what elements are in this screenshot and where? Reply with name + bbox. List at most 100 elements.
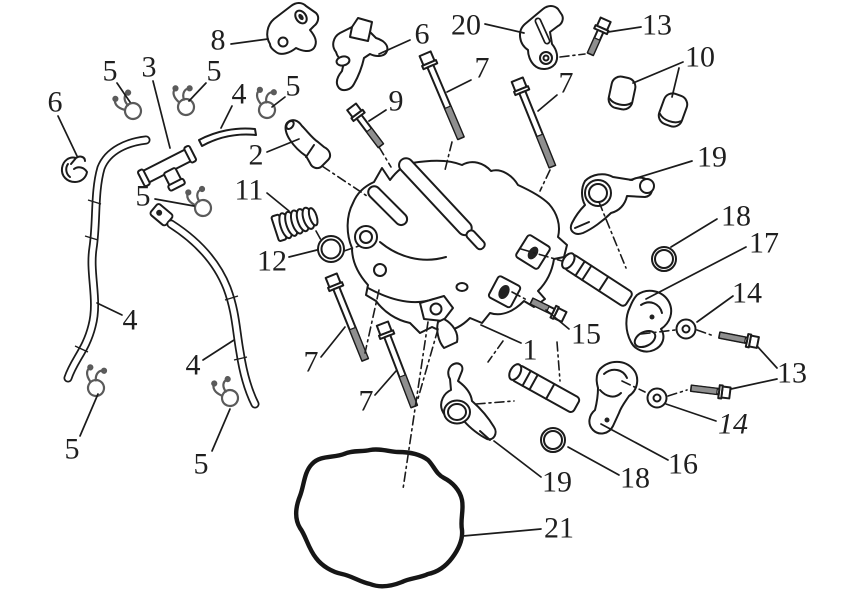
spark-plug-tube [398, 157, 486, 251]
part-5-hose-clamp-d [185, 185, 213, 218]
part-4-hose-left [63, 135, 151, 383]
part-19-rocker-arm-lower [440, 362, 497, 441]
callout-4-leader [96, 302, 123, 316]
cover-ear-hole [373, 263, 387, 277]
part-5-hose-clamp-a [112, 89, 143, 121]
part-14-washer-upper [675, 318, 697, 340]
callout-16-leader [600, 423, 669, 461]
callout-4-label: 4 [232, 78, 247, 111]
phantom-line-15 [475, 400, 515, 405]
assembly-phantom-lines [315, 53, 715, 490]
part-2-breather-elbow [284, 119, 332, 170]
callout-19-label: 19 [697, 141, 727, 174]
callout-4-label: 4 [186, 349, 201, 382]
callout-2-label: 2 [249, 139, 264, 172]
callout-19-leader [493, 440, 542, 478]
callout-14-label: 14 [732, 277, 762, 310]
callout-7-label: 7 [475, 52, 490, 85]
callout-5-label: 5 [103, 55, 118, 88]
cover-boss-hole [359, 230, 373, 244]
callout-5-label: 5 [136, 180, 151, 213]
part-13-flange-bolt-a [718, 331, 760, 349]
callout-5-leader [211, 408, 231, 452]
callout-13-label: 13 [642, 9, 672, 42]
callout-2-leader [266, 138, 300, 153]
callout-1-label: 1 [523, 334, 538, 367]
part-7-long-bolt-c [324, 272, 370, 362]
phantom-line-8 [402, 321, 429, 490]
phantom-line-11 [520, 248, 563, 262]
part-10-rubber-cap-a [607, 75, 637, 111]
callout-15-leader [545, 309, 570, 330]
callout-5-leader [116, 82, 131, 103]
part-13-flange-bolt-b [689, 384, 732, 400]
callout-19-leader [629, 160, 693, 181]
callout-14-label: 14 [718, 408, 748, 441]
callout-21-label: 21 [544, 512, 574, 545]
callout-6-leader [378, 39, 411, 55]
callout-17-label: 17 [749, 227, 779, 260]
phantom-line-14 [556, 341, 561, 382]
callout-4-leader [202, 339, 235, 361]
callout-15-label: 15 [571, 318, 601, 351]
part-4-hose-mid [149, 203, 260, 409]
callout-11-leader [266, 192, 290, 212]
callout-4-leader [220, 105, 233, 129]
part-18-o-ring-upper [651, 246, 677, 272]
phantom-line-2 [378, 146, 392, 168]
part-6-clip-left [60, 155, 88, 183]
phantom-line-13 [487, 340, 504, 363]
part-6-bracket-clamp-top [332, 17, 389, 92]
callout-14-leader [665, 403, 717, 422]
callout-7-leader [320, 326, 346, 358]
phantom-line-9 [416, 328, 439, 403]
part-7-long-bolt-b [510, 76, 557, 169]
callout-7-leader [537, 94, 558, 112]
part-7-long-bolt-d [375, 320, 419, 409]
callout-5-label: 5 [194, 448, 209, 481]
callout-16-label: 16 [668, 448, 698, 481]
part-5-hose-clamp-f [211, 376, 240, 408]
callout-18-label: 18 [620, 462, 650, 495]
callout-5-leader [154, 198, 195, 207]
part-4-hose-strip [198, 127, 257, 147]
part-18-o-ring-lower [540, 427, 566, 453]
callout-1-leader [480, 324, 522, 344]
phantom-line-6 [343, 245, 360, 252]
callout-5-label: 5 [207, 55, 222, 88]
phantom-line-10 [511, 291, 528, 301]
part-5-hose-clamp-b [172, 85, 196, 117]
callout-20-leader [484, 23, 525, 34]
cover-foot [436, 318, 459, 349]
part-9-short-bolt [346, 102, 385, 149]
part-1-cylinder-head-cover [346, 157, 568, 349]
callout-6-label: 6 [415, 18, 430, 51]
part-20-upper-bracket [519, 5, 564, 70]
callout-18-leader [567, 446, 620, 476]
part-13-flange-bolt-top [586, 16, 612, 57]
part-11-spring-bellows [270, 206, 319, 242]
callout-7-leader [374, 370, 397, 396]
phantom-line-1 [321, 165, 368, 197]
callout-10-label: 10 [685, 41, 715, 74]
callout-13-label: 13 [777, 357, 807, 390]
callout-14-leader [696, 295, 734, 323]
callout-8-leader [230, 38, 269, 45]
callout-5-label: 5 [65, 433, 80, 466]
part-17-rocker-shaft-upper [561, 252, 673, 353]
part-7-long-bolt-a [418, 50, 465, 141]
callout-3-label: 3 [142, 51, 157, 84]
callout-5-leader [188, 82, 207, 102]
phantom-line-16 [621, 380, 646, 393]
part-3-three-way-joint [136, 144, 198, 192]
callout-18-leader [670, 218, 718, 248]
callout-4-label: 4 [123, 304, 138, 337]
callout-3-leader [152, 80, 171, 149]
callout-18-label: 18 [721, 200, 751, 233]
callout-6-leader [57, 115, 78, 157]
part-14-washer-lower [646, 387, 668, 409]
part-16-rocker-shaft-lower [508, 360, 639, 435]
part-10-rubber-cap-b [657, 92, 689, 128]
callout-8-label: 8 [211, 24, 226, 57]
